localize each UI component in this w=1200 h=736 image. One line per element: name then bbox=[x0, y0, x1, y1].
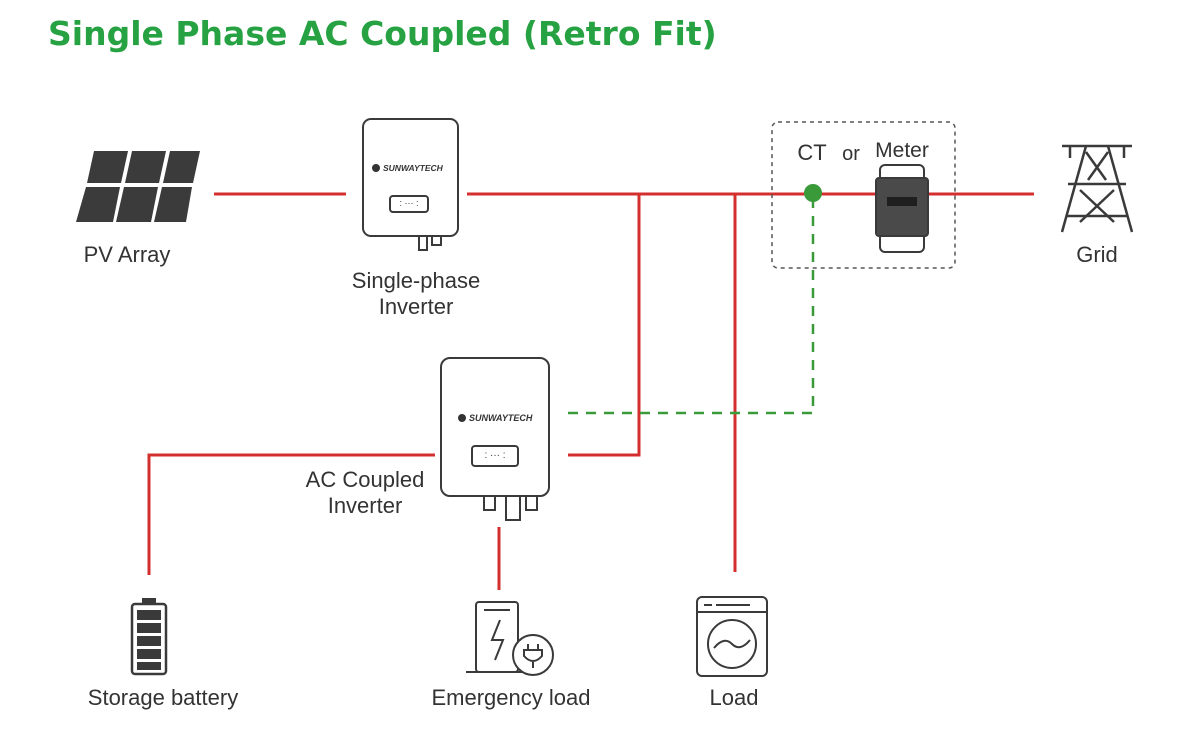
meter-icon bbox=[875, 164, 929, 253]
inverter-icon bbox=[440, 357, 550, 521]
emergency-load-label: Emergency load bbox=[432, 685, 591, 710]
ac-inverter-to-bus-line bbox=[568, 194, 641, 457]
ac-coupled-inverter: SUNWAYTECH : ··· : bbox=[440, 357, 550, 521]
washing-machine-icon bbox=[696, 596, 768, 677]
diagram-title: Single Phase AC Coupled (Retro Fit) bbox=[48, 14, 717, 53]
single-phase-inverter-label-line1: Single-phase bbox=[352, 268, 480, 293]
inverter-logo-text: SUNWAYTECH bbox=[469, 413, 533, 423]
load-label: Load bbox=[710, 685, 759, 710]
single-phase-inverter: SUNWAYTECH : ··· : bbox=[362, 118, 459, 251]
battery-icon bbox=[130, 598, 168, 676]
inverter-logo-text: SUNWAYTECH bbox=[383, 163, 444, 173]
ct-label: CT bbox=[797, 140, 826, 165]
ev-charger-plug-icon bbox=[466, 601, 554, 676]
ct-sensor-icon bbox=[804, 184, 822, 202]
storage-battery-label: Storage battery bbox=[88, 685, 238, 710]
inverter-icon bbox=[362, 118, 459, 251]
svg-text:: ··· :: : ··· : bbox=[400, 198, 419, 208]
ct-signal-line bbox=[568, 194, 815, 415]
svg-text:: ··· :: : ··· : bbox=[484, 450, 505, 461]
solar-panel-icon bbox=[76, 151, 200, 222]
battery-feed-line bbox=[147, 453, 435, 575]
meter-label: Meter bbox=[875, 139, 929, 162]
ac-coupled-inverter-label-line2: Inverter bbox=[328, 493, 403, 518]
or-label: or bbox=[842, 143, 860, 165]
power-lines bbox=[147, 192, 1034, 590]
ac-coupled-inverter-label-line1: AC Coupled bbox=[306, 467, 425, 492]
grid-label: Grid bbox=[1076, 242, 1118, 267]
single-phase-inverter-label-line2: Inverter bbox=[379, 294, 454, 319]
ct-meter-box bbox=[771, 121, 956, 269]
pv-array-label: PV Array bbox=[84, 242, 171, 267]
transmission-tower-icon bbox=[1060, 144, 1134, 233]
